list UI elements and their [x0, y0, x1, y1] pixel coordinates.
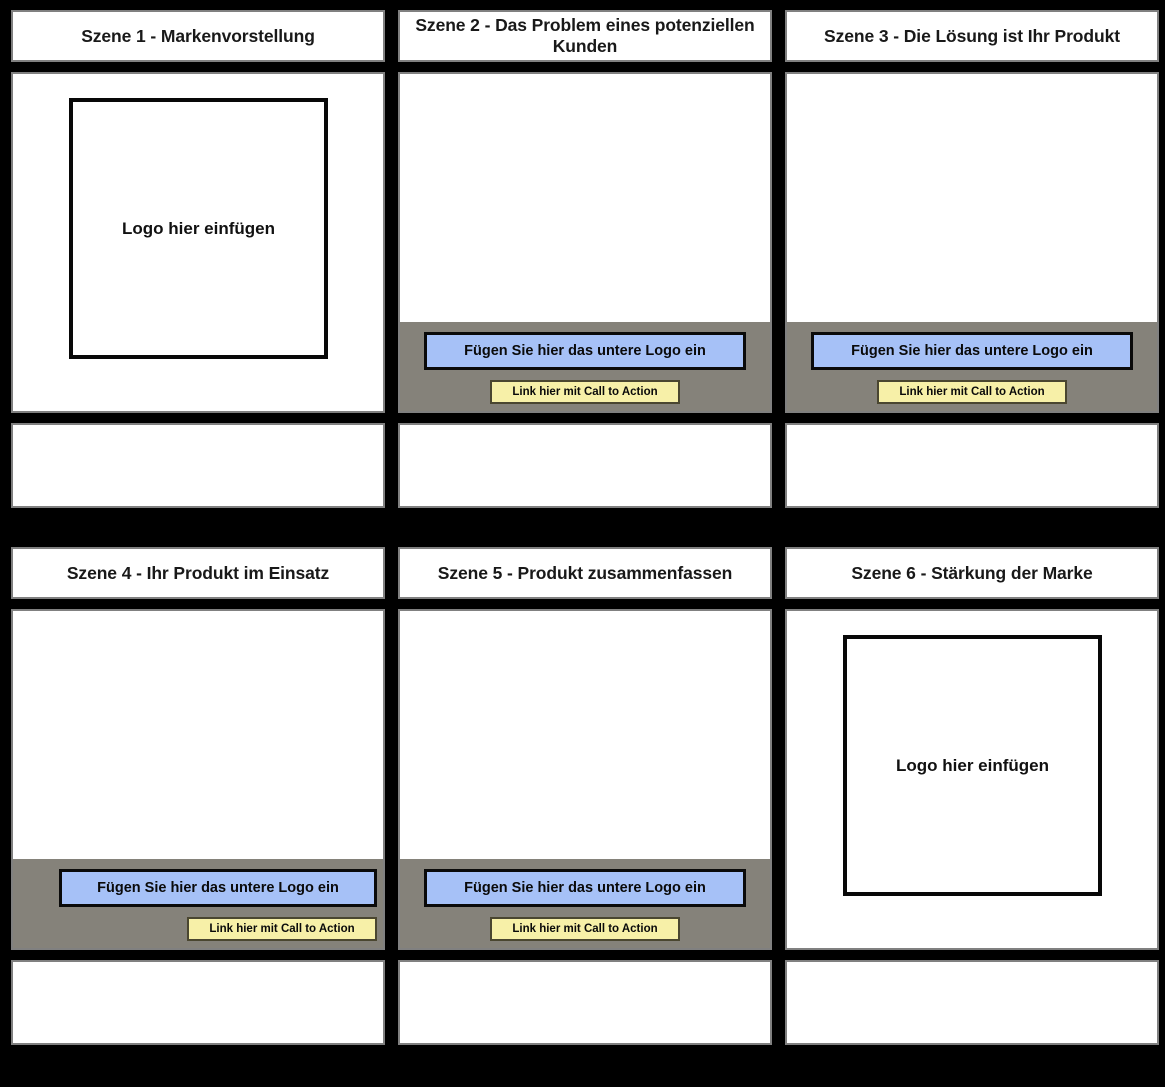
- scene-title-6: Szene 6 - Stärkung der Marke: [851, 562, 1093, 583]
- scene-footer-strip-3: Fügen Sie hier das untere Logo ein Link …: [787, 322, 1157, 411]
- cta-button-label-5: Link hier mit Call to Action: [512, 923, 658, 935]
- scene-title-bar-6[interactable]: Szene 6 - Stärkung der Marke: [785, 547, 1159, 599]
- scene-title-bar-2[interactable]: Szene 2 - Das Problem eines potenziellen…: [398, 10, 772, 62]
- scene-title-1: Szene 1 - Markenvorstellung: [81, 25, 315, 46]
- scene-footer-strip-4: Fügen Sie hier das untere Logo ein Link …: [13, 859, 383, 948]
- scene-title-4: Szene 4 - Ihr Produkt im Einsatz: [66, 562, 330, 583]
- scene-caption-strip-4[interactable]: [11, 960, 385, 1045]
- scene-caption-strip-1[interactable]: [11, 423, 385, 508]
- bottom-logo-button-label-5: Fügen Sie hier das untere Logo ein: [464, 880, 706, 896]
- cta-button-4[interactable]: Link hier mit Call to Action: [187, 917, 377, 941]
- logo-placeholder-box-6[interactable]: Logo hier einfügen: [843, 635, 1102, 896]
- cta-button-3[interactable]: Link hier mit Call to Action: [877, 380, 1067, 404]
- logo-placeholder-label-6: Logo hier einfügen: [896, 755, 1049, 775]
- logo-placeholder-label-1: Logo hier einfügen: [122, 218, 275, 238]
- storyboard-cell-scene-4[interactable]: Szene 4 - Ihr Produkt im Einsatz Fügen S…: [11, 537, 391, 1067]
- scene-panel-4[interactable]: Fügen Sie hier das untere Logo ein Link …: [11, 609, 385, 950]
- bottom-logo-button-label-3: Fügen Sie hier das untere Logo ein: [851, 343, 1093, 359]
- scene-caption-strip-3[interactable]: [785, 423, 1159, 508]
- cta-button-label-3: Link hier mit Call to Action: [899, 386, 1045, 398]
- bottom-logo-button-5[interactable]: Fügen Sie hier das untere Logo ein: [424, 869, 746, 907]
- scene-title-3: Szene 3 - Die Lösung ist Ihr Produkt: [824, 25, 1120, 46]
- logo-placeholder-box-1[interactable]: Logo hier einfügen: [69, 98, 328, 359]
- scene-title-2: Szene 2 - Das Problem eines potenziellen…: [415, 15, 755, 56]
- cta-button-2[interactable]: Link hier mit Call to Action: [490, 380, 680, 404]
- scene-title-5: Szene 5 - Produkt zusammenfassen: [437, 562, 733, 583]
- storyboard-cell-scene-6[interactable]: Szene 6 - Stärkung der Marke Logo hier e…: [785, 537, 1165, 1067]
- scene-title-bar-5[interactable]: Szene 5 - Produkt zusammenfassen: [398, 547, 772, 599]
- cta-button-label-4: Link hier mit Call to Action: [209, 923, 355, 935]
- scene-title-bar-3[interactable]: Szene 3 - Die Lösung ist Ihr Produkt: [785, 10, 1159, 62]
- cta-button-label-2: Link hier mit Call to Action: [512, 386, 658, 398]
- cta-button-5[interactable]: Link hier mit Call to Action: [490, 917, 680, 941]
- scene-panel-6[interactable]: Logo hier einfügen: [785, 609, 1159, 950]
- storyboard-cell-scene-5[interactable]: Szene 5 - Produkt zusammenfassen Fügen S…: [398, 537, 778, 1067]
- storyboard-row-1: Szene 1 - Markenvorstellung Logo hier ei…: [0, 0, 1165, 530]
- scene-panel-1[interactable]: Logo hier einfügen: [11, 72, 385, 413]
- bottom-logo-button-label-4: Fügen Sie hier das untere Logo ein: [97, 880, 339, 896]
- scene-title-bar-4[interactable]: Szene 4 - Ihr Produkt im Einsatz: [11, 547, 385, 599]
- storyboard-cell-scene-1[interactable]: Szene 1 - Markenvorstellung Logo hier ei…: [11, 0, 391, 530]
- scene-panel-3[interactable]: Fügen Sie hier das untere Logo ein Link …: [785, 72, 1159, 413]
- scene-panel-5[interactable]: Fügen Sie hier das untere Logo ein Link …: [398, 609, 772, 950]
- bottom-logo-button-3[interactable]: Fügen Sie hier das untere Logo ein: [811, 332, 1133, 370]
- scene-panel-2[interactable]: Fügen Sie hier das untere Logo ein Link …: [398, 72, 772, 413]
- scene-title-bar-1[interactable]: Szene 1 - Markenvorstellung: [11, 10, 385, 62]
- bottom-logo-button-label-2: Fügen Sie hier das untere Logo ein: [464, 343, 706, 359]
- scene-caption-strip-2[interactable]: [398, 423, 772, 508]
- bottom-logo-button-4[interactable]: Fügen Sie hier das untere Logo ein: [59, 869, 377, 907]
- bottom-logo-button-2[interactable]: Fügen Sie hier das untere Logo ein: [424, 332, 746, 370]
- storyboard-cell-scene-3[interactable]: Szene 3 - Die Lösung ist Ihr Produkt Füg…: [785, 0, 1165, 530]
- storyboard-row-2: Szene 4 - Ihr Produkt im Einsatz Fügen S…: [0, 537, 1165, 1067]
- scene-caption-strip-5[interactable]: [398, 960, 772, 1045]
- scene-caption-strip-6[interactable]: [785, 960, 1159, 1045]
- scene-footer-strip-2: Fügen Sie hier das untere Logo ein Link …: [400, 322, 770, 411]
- storyboard-cell-scene-2[interactable]: Szene 2 - Das Problem eines potenziellen…: [398, 0, 778, 530]
- scene-footer-strip-5: Fügen Sie hier das untere Logo ein Link …: [400, 859, 770, 948]
